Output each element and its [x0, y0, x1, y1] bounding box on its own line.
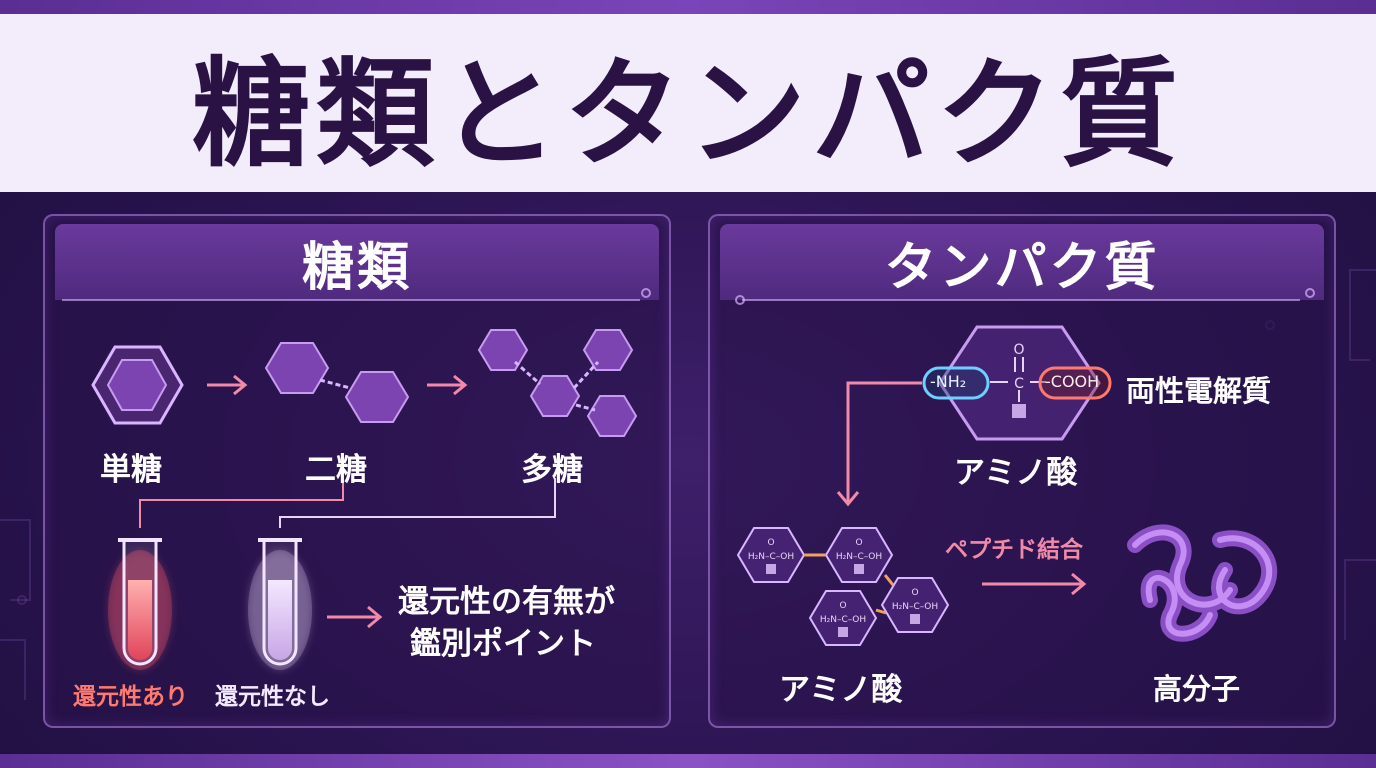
chain-hexagon-2 — [824, 527, 894, 583]
arrow-to-polymer — [982, 572, 1087, 596]
amino-acid-chain: O H₂N–C–OH O H₂N–C–OH O H₂N–C–OH O H₂N–C–OH — [736, 527, 950, 646]
svg-text:O: O — [911, 588, 918, 598]
carboxyl-group-pill — [1038, 366, 1112, 400]
polysaccharide-label: 多糖 — [521, 452, 583, 488]
poly-to-tube-line — [279, 478, 556, 528]
amphoteric-label: 両性電解質 — [1126, 374, 1272, 408]
mono-hexagon-inner — [106, 359, 168, 411]
bottom-accent-bar — [0, 754, 1376, 768]
side-chain-square — [1012, 404, 1026, 418]
chain-amino-acid-label: アミノ酸 — [779, 672, 903, 708]
arrow-mono-to-di — [207, 374, 248, 396]
main-title: 糖類とタンパク質 — [191, 44, 1184, 183]
arrow-to-point — [327, 605, 383, 629]
amine-group-label: -NH₂ — [930, 372, 967, 391]
sugars-header-dot — [641, 288, 651, 298]
proteins-panel-header: タンパク質 — [720, 224, 1324, 300]
top-accent-bar — [0, 0, 1376, 14]
svg-text:O: O — [839, 601, 846, 611]
svg-text:H₂N–C–OH: H₂N–C–OH — [820, 615, 866, 625]
amino-acid-structure — [990, 357, 1046, 402]
point-text-line2: 鑑別ポイント — [410, 626, 596, 662]
title-banner: 糖類とタンパク質 — [0, 14, 1376, 192]
point-text-line1: 還元性の有無が — [398, 584, 615, 620]
monosaccharide-label: 単糖 — [100, 452, 162, 488]
polymer-label: 高分子 — [1153, 672, 1241, 706]
svg-text:O: O — [1013, 342, 1024, 358]
sugars-heading: 糖類 — [301, 237, 412, 298]
chain-hexagon-4 — [808, 590, 878, 646]
svg-text:H₂N–C–OH: H₂N–C–OH — [892, 602, 938, 612]
arrow-di-to-poly — [427, 374, 468, 396]
nonreducing-test-tube — [248, 538, 312, 670]
reducing-test-tube — [108, 538, 172, 670]
arrow-to-chain — [836, 381, 922, 507]
proteins-header-dot-right — [1305, 288, 1315, 298]
di-to-tube-line — [139, 478, 344, 528]
amino-acid-label: アミノ酸 — [954, 455, 1078, 491]
amino-acid-hexagon — [938, 325, 1101, 441]
reducing-label: 還元性あり — [73, 684, 188, 710]
nonreducing-label: 還元性なし — [215, 684, 330, 710]
di-hexagon-1 — [264, 342, 330, 394]
svg-text:C: C — [1014, 376, 1024, 392]
svg-text:O: O — [855, 538, 862, 548]
chain-hexagon-3 — [880, 577, 950, 633]
carboxyl-group-label: -COOH — [1045, 372, 1100, 391]
svg-text:H₂N–C–OH: H₂N–C–OH — [748, 552, 794, 562]
disaccharide-label: 二糖 — [305, 452, 367, 488]
proteins-heading: タンパク質 — [884, 237, 1160, 298]
poly-hexagon-4 — [586, 395, 638, 437]
poly-hexagon-3 — [529, 375, 581, 417]
sugars-panel-header: 糖類 — [55, 224, 659, 300]
svg-text:H₂N–C–OH: H₂N–C–OH — [836, 552, 882, 562]
di-hexagon-2 — [344, 371, 410, 423]
peptide-bond-label: ペプチド結合 — [945, 537, 1083, 563]
poly-hexagon-2 — [582, 329, 634, 371]
di-glycosidic-link — [319, 378, 351, 390]
poly-hexagon-1 — [477, 329, 529, 371]
protein-polymer-icon — [1127, 524, 1278, 642]
amine-group-pill — [922, 366, 990, 400]
svg-text:O: O — [767, 538, 774, 548]
proteins-header-dot-left — [735, 295, 745, 305]
poly-glycosidic-links — [514, 360, 600, 412]
